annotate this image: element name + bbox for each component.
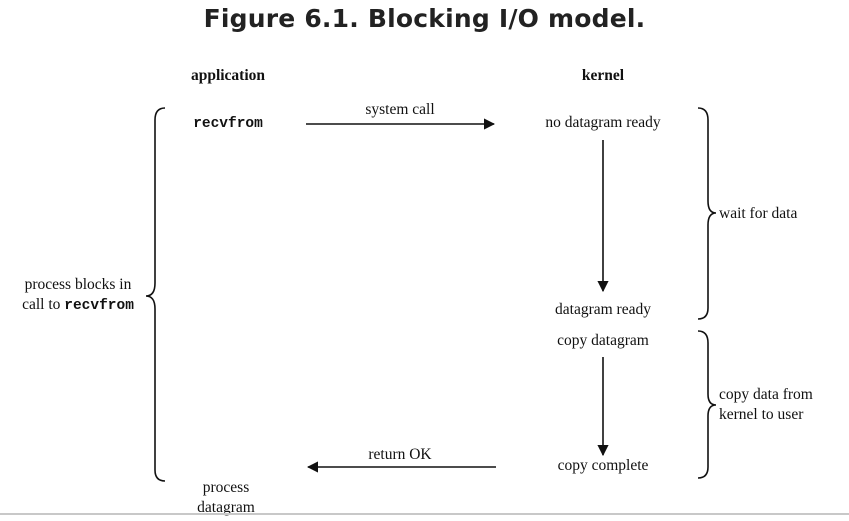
bottom-divider	[0, 513, 849, 515]
process-datagram-line2: datagram	[197, 499, 255, 516]
process-blocks-line2: call to recvfrom	[4, 295, 152, 316]
recvfrom-code: recvfrom	[64, 298, 134, 314]
copy-datagram-label: copy datagram	[557, 332, 649, 349]
copy-complete-label: copy complete	[557, 457, 649, 474]
wait-for-data-label: wait for data	[719, 205, 798, 222]
figure-title: Figure 6.1. Blocking I/O model.	[203, 4, 646, 33]
no-datagram-ready-label: no datagram ready	[545, 114, 661, 131]
copy-data-line2: kernel to user	[719, 406, 804, 423]
application-header: application	[190, 67, 266, 84]
datagram-ready-label: datagram ready	[555, 301, 651, 318]
process-blocks-label: process blocks in call to recvfrom	[4, 275, 152, 316]
process-blocks-line1: process blocks in	[24, 276, 132, 293]
left-brace	[145, 107, 166, 482]
wait-brace	[697, 107, 717, 320]
copy-brace	[697, 330, 717, 479]
kernel-header: kernel	[581, 67, 625, 84]
process-datagram-line1: process	[202, 479, 250, 496]
process-datagram-label: process datagram	[176, 478, 276, 518]
recvfrom-call: recvfrom	[193, 116, 263, 132]
return-ok-label: return OK	[368, 446, 432, 463]
copy-data-line1: copy data from	[719, 386, 813, 403]
call-to-text: call to	[22, 296, 65, 313]
copy-data-label: copy data from kernel to user	[719, 385, 813, 425]
system-call-label: system call	[365, 101, 435, 118]
